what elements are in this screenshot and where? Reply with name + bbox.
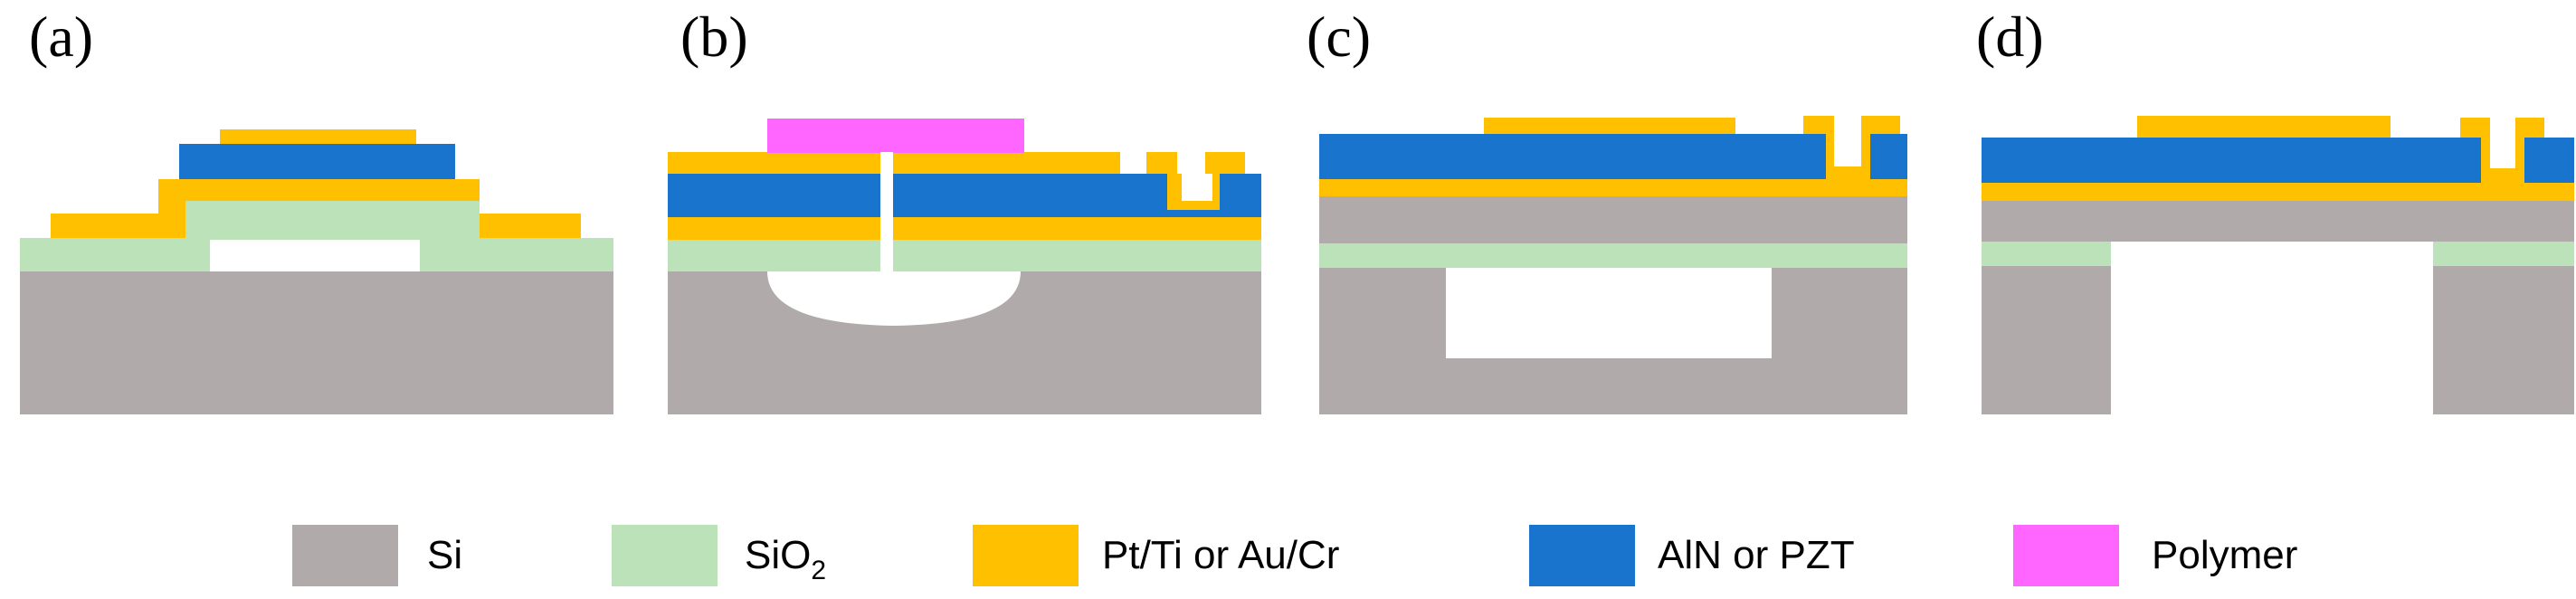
panel-d-via-trench <box>2490 138 2515 168</box>
panel-a-piezo-layer <box>179 144 455 179</box>
panel-c-piezo-layer <box>1319 134 1907 179</box>
panel-c-bottom-electrode <box>1319 179 1907 196</box>
legend-swatch-polymer <box>2013 525 2119 586</box>
panel-b-bottom-electrode <box>668 217 1261 240</box>
panel-a: (a) <box>20 5 613 414</box>
legend-label-sio2-subscript: 2 <box>811 556 826 585</box>
panel-b-top-electrode-pad-left <box>1146 152 1177 174</box>
panel-d-top-electrode <box>2137 116 2391 138</box>
legend-item-polymer: Polymer <box>2013 525 2297 586</box>
panel-a-si-substrate <box>20 271 613 414</box>
panel-c-via-electrode <box>1803 116 1900 179</box>
legend-item-sio2: SiO2 <box>612 525 826 586</box>
panel-b-via-trench <box>1182 174 1212 201</box>
panel-b-top-electrode <box>668 152 1120 174</box>
panel-a-label: (a) <box>29 5 93 69</box>
panel-a-cavity <box>210 238 420 271</box>
panel-d-piezo-layer <box>1982 138 2574 183</box>
panel-c-buried-oxide <box>1319 243 1907 268</box>
panel-d-bottom-electrode <box>1982 183 2574 201</box>
legend-label-sio2-base: SiO <box>745 533 811 577</box>
panel-b-top-electrode-pad-right <box>1205 152 1245 174</box>
legend-label-electrode: Pt/Ti or Au/Cr <box>1102 533 1339 577</box>
panel-b-release-hole <box>880 152 893 271</box>
panel-a-top-electrode <box>220 129 416 144</box>
legend-swatch-electrode <box>973 525 1079 586</box>
legend-swatch-piezo <box>1529 525 1635 586</box>
legend-item-electrode: Pt/Ti or Au/Cr <box>973 525 1339 586</box>
panel-d: (d) <box>1976 5 2574 414</box>
legend-swatch-si <box>292 525 398 586</box>
panel-c: (c) <box>1307 5 1907 414</box>
panel-c-top-electrode <box>1484 118 1735 134</box>
legend-item-si: Si <box>292 525 462 586</box>
panel-a-sio2-bridge <box>185 201 480 240</box>
panel-d-via-electrode <box>2460 118 2544 183</box>
panel-a-bottom-electrode <box>51 179 581 238</box>
legend-label-si: Si <box>427 533 462 577</box>
legend-label-sio2: SiO2 <box>745 533 826 585</box>
panel-b-piezo-layer <box>668 174 1261 217</box>
panel-b-cavity <box>767 271 1021 326</box>
panel-b-via-electrode <box>1167 174 1220 210</box>
legend-label-polymer: Polymer <box>2152 533 2297 577</box>
panel-d-label: (d) <box>1976 5 2044 69</box>
legend-item-piezo: AlN or PZT <box>1529 525 1855 586</box>
panel-c-cavity <box>1446 268 1772 358</box>
legend-swatch-sio2 <box>612 525 718 586</box>
panel-b-sio2-layer <box>668 240 1261 271</box>
panel-b: (b) <box>668 5 1261 414</box>
panel-d-si-device-layer <box>1982 201 2574 242</box>
legend: Si SiO2 Pt/Ti or Au/Cr AlN or PZT Polyme… <box>292 525 2297 586</box>
panel-b-label: (b) <box>680 5 748 69</box>
legend-label-piezo: AlN or PZT <box>1658 533 1855 577</box>
panel-c-si-device-layer <box>1319 196 1907 243</box>
panel-c-via-trench <box>1834 134 1861 166</box>
panel-d-cavity <box>2111 242 2433 414</box>
panel-c-label: (c) <box>1307 5 1371 69</box>
panel-b-polymer <box>767 119 1024 153</box>
